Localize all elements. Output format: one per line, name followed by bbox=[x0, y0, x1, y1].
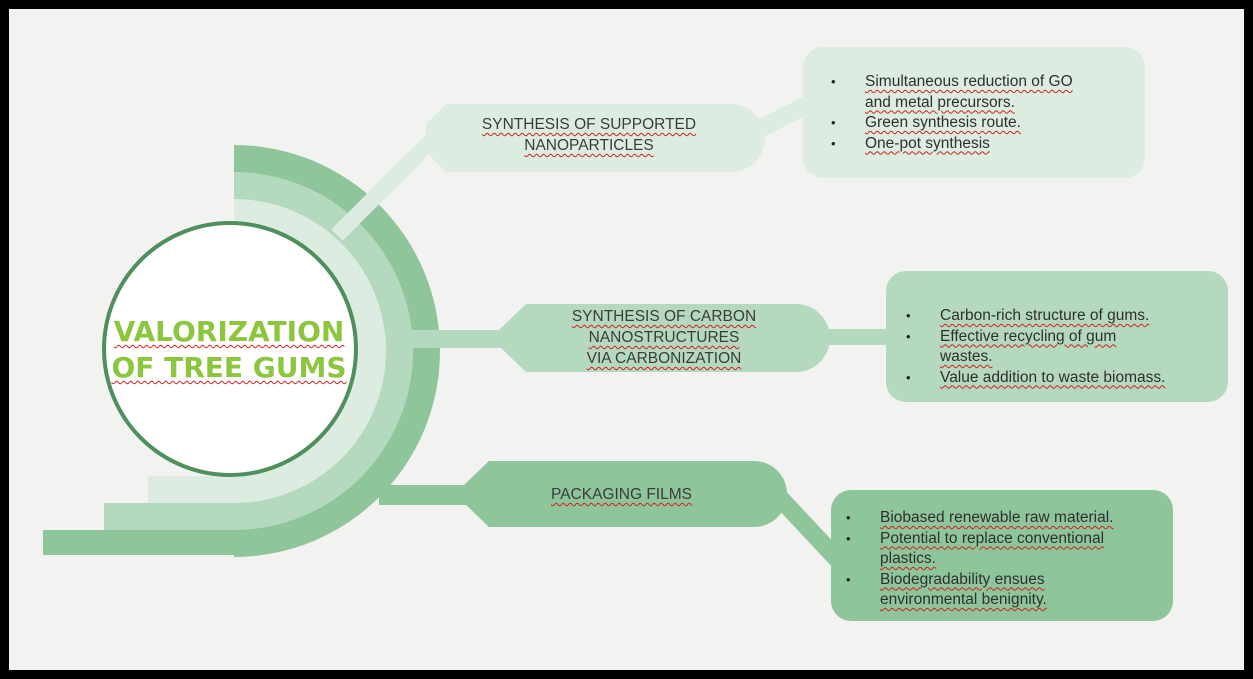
bullet-item: • Biodegradability ensues environmental be… bbox=[846, 570, 1156, 611]
bullet-text: Simultaneous reduction of GO bbox=[865, 73, 1073, 90]
bullet-box-bottom bbox=[831, 490, 1173, 621]
bullet-dot-icon: • bbox=[831, 74, 836, 89]
diagram-graphics bbox=[43, 47, 1228, 621]
branch-label-nanoparticles: SYNTHESIS OF SUPPORTED NANOPARTICLES bbox=[449, 114, 729, 156]
bullet-item: • One-pot synthesis bbox=[831, 134, 1131, 155]
bullet-dot-icon: • bbox=[906, 369, 911, 385]
center-title-line-2: OF TREE GUMS bbox=[111, 351, 347, 384]
bullet-list-packaging: • Biobased renewable raw material. • Poten… bbox=[846, 508, 1156, 611]
bullet-text: environmental benignity. bbox=[880, 591, 1047, 608]
bullet-box-middle bbox=[886, 271, 1228, 402]
bullet-text: One-pot synthesis bbox=[865, 134, 990, 152]
center-title: VALORIZATION OF TREE GUMS bbox=[104, 314, 354, 386]
base-bar-medium bbox=[104, 503, 238, 530]
connector-bottom-right bbox=[772, 490, 844, 566]
branch-label-line: NANOSTRUCTURES bbox=[588, 329, 740, 346]
bullet-dot-icon: • bbox=[831, 135, 836, 151]
base-bar-light bbox=[148, 476, 238, 503]
base-bar-dark bbox=[43, 530, 238, 555]
bullet-item: • Potential to replace conventional plasti… bbox=[846, 529, 1156, 570]
bullet-text: Biobased renewable raw material. bbox=[880, 509, 1114, 526]
bullet-item: • Effective recycling of gum wastes. bbox=[906, 327, 1206, 368]
bullet-dot-icon: • bbox=[906, 328, 911, 344]
branch-label-line: SYNTHESIS OF CARBON bbox=[571, 308, 757, 325]
bullet-item: • Biobased renewable raw material. bbox=[846, 508, 1156, 529]
bullet-dot-icon: • bbox=[906, 308, 911, 323]
branch-label-packaging-films: PACKAGING FILMS bbox=[489, 484, 754, 505]
branch-shape-middle bbox=[499, 304, 830, 372]
bullet-list-carbon: • Carbon-rich structure of gums. • Effecti… bbox=[906, 306, 1206, 388]
bullet-item: • Carbon-rich structure of gums. bbox=[906, 306, 1206, 327]
center-circle bbox=[102, 221, 358, 477]
bullet-item: • Green synthesis route. bbox=[831, 113, 1131, 134]
connector-bottom bbox=[379, 485, 479, 505]
branch-shape-top bbox=[426, 104, 765, 172]
branch-label-line: SYNTHESIS OF SUPPORTED bbox=[481, 116, 697, 133]
bullet-text: Value addition to waste biomass. bbox=[940, 368, 1166, 386]
bullet-text: Biodegradability ensues bbox=[880, 570, 1045, 588]
branch-label-line: VIA CARBONIZATION bbox=[586, 350, 742, 367]
bullet-item: • Value addition to waste biomass. bbox=[906, 368, 1206, 389]
bullet-dot-icon: • bbox=[846, 571, 851, 587]
bullet-text: Effective recycling of gum bbox=[940, 327, 1117, 345]
bullet-box-top bbox=[803, 47, 1145, 178]
center-title-line-1: VALORIZATION bbox=[113, 315, 345, 348]
branch-label-line: PACKAGING FILMS bbox=[551, 486, 692, 503]
bullet-text: wastes. bbox=[940, 348, 993, 365]
bullet-item: • Simultaneous reduction of GO and metal p… bbox=[831, 72, 1131, 113]
bullet-text: plastics. bbox=[880, 550, 936, 567]
bullet-dot-icon: • bbox=[846, 530, 851, 546]
bullet-text: Green synthesis route. bbox=[865, 114, 1021, 131]
bullet-dot-icon: • bbox=[846, 510, 851, 525]
diagram-canvas: VALORIZATION OF TREE GUMS SYNTHESIS OF S… bbox=[9, 9, 1244, 670]
branch-shape-bottom bbox=[464, 461, 787, 527]
branch-label-line: NANOPARTICLES bbox=[524, 137, 654, 154]
bullet-dot-icon: • bbox=[831, 115, 836, 130]
bullet-text: Potential to replace conventional bbox=[880, 529, 1105, 547]
branch-label-carbon-nanostructures: SYNTHESIS OF CARBON NANOSTRUCTURES VIA C… bbox=[529, 306, 799, 369]
bullet-text: and metal precursors. bbox=[865, 93, 1015, 111]
connector-top bbox=[331, 127, 445, 241]
bullet-list-nanoparticles: • Simultaneous reduction of GO and metal p… bbox=[831, 72, 1131, 154]
bullet-text: Carbon-rich structure of gums. bbox=[940, 307, 1150, 324]
connector-middle-right bbox=[824, 329, 889, 345]
